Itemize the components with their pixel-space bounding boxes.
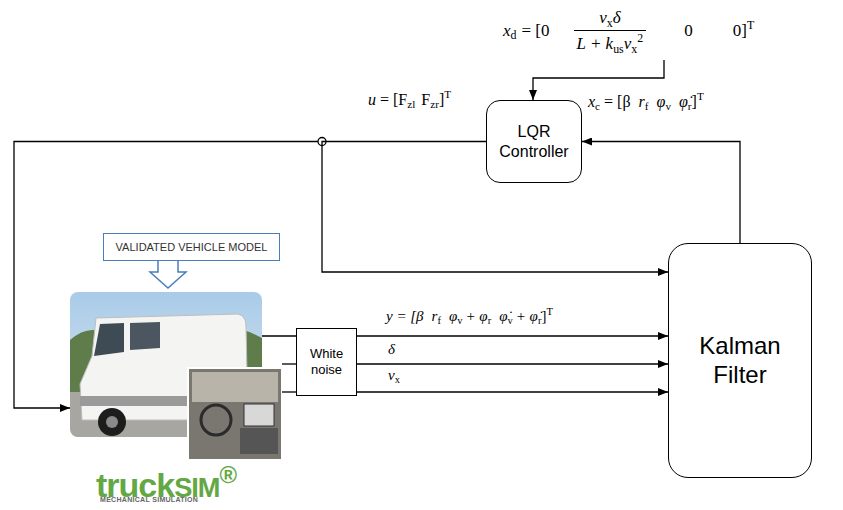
math-symbol: f bbox=[645, 100, 649, 112]
math-symbol: ] bbox=[541, 308, 546, 324]
math-symbol: φ bbox=[449, 308, 457, 324]
box-label: VALIDATED VEHICLE MODEL bbox=[116, 241, 268, 253]
math-symbol: L + k bbox=[577, 34, 614, 53]
math-symbol: 0 bbox=[684, 21, 693, 40]
math-symbol: y = [β bbox=[386, 308, 424, 324]
denominator: L + kusvx2 bbox=[574, 30, 647, 56]
math-symbol: ] bbox=[692, 93, 697, 110]
math-symbol: v bbox=[599, 8, 607, 27]
math-symbol: + φ bbox=[466, 308, 488, 324]
math-symbol: δ bbox=[388, 341, 395, 357]
math-symbol: T bbox=[747, 18, 754, 32]
reference-vector: xd= [0vxδL + kusvx200]T bbox=[503, 8, 754, 56]
math-symbol: ] bbox=[439, 91, 444, 108]
math-symbol: x bbox=[588, 93, 595, 110]
filter-box: Kalman Filter bbox=[668, 243, 812, 478]
math-symbol: = [F bbox=[380, 91, 407, 108]
box-label: Kalman Filter bbox=[679, 332, 801, 390]
logo-subtitle: MECHANICAL SIMULATION bbox=[100, 496, 198, 504]
math-symbol: δ bbox=[613, 8, 621, 27]
math-symbol: zl bbox=[407, 98, 415, 110]
math-symbol: 0] bbox=[733, 21, 747, 40]
math-symbol: x bbox=[631, 42, 637, 56]
callout-box: VALIDATED VEHICLE MODEL bbox=[103, 233, 280, 261]
math-symbol: = [β bbox=[604, 93, 631, 110]
math-symbol: ® bbox=[219, 461, 236, 488]
math-symbol: r bbox=[432, 308, 438, 324]
math-symbol: v bbox=[507, 315, 512, 326]
math-symbol: φ̇ bbox=[499, 308, 507, 324]
math-symbol: v bbox=[457, 315, 462, 326]
fraction: vxδL + kusvx2 bbox=[574, 8, 647, 56]
math-symbol: = [0 bbox=[522, 21, 550, 40]
math-symbol: r bbox=[538, 315, 542, 326]
box-label: LQR Controller bbox=[493, 122, 575, 160]
callout-pointer bbox=[150, 258, 186, 288]
box-label: White noise bbox=[300, 346, 353, 379]
math-symbol: x bbox=[395, 374, 400, 385]
input-vector: u= [Fzl Fzr]T bbox=[368, 88, 451, 112]
signal-arrow bbox=[582, 142, 740, 244]
math-symbol: φ̇ bbox=[679, 93, 688, 110]
math-symbol: T bbox=[697, 90, 704, 102]
signal-wire bbox=[282, 391, 296, 392]
math-symbol: v bbox=[624, 34, 632, 53]
math-symbol: u bbox=[368, 91, 376, 108]
cockpit-inset bbox=[188, 368, 282, 460]
math-symbol: d bbox=[511, 28, 517, 42]
math-symbol: f bbox=[437, 315, 441, 326]
math-symbol: r bbox=[488, 315, 492, 326]
steer-signal: δ bbox=[388, 340, 395, 358]
signal-arrow bbox=[357, 391, 668, 392]
math-symbol: T bbox=[444, 88, 451, 100]
signal-wire bbox=[262, 335, 296, 336]
math-symbol: φ bbox=[657, 93, 666, 110]
state-vector: xc= [βrfφvφ̇r]T bbox=[588, 90, 704, 114]
math-symbol: r bbox=[639, 93, 645, 110]
output-vector: y = [βrfφv+ φrφ̇v+ φ̇r]T bbox=[386, 306, 553, 328]
controller-box: LQR Controller bbox=[486, 100, 582, 183]
math-symbol: v bbox=[388, 367, 395, 383]
math-symbol: T bbox=[546, 306, 552, 317]
signal-arrow bbox=[357, 335, 668, 336]
math-symbol: c bbox=[595, 100, 600, 112]
math-symbol: MECHANICAL SIMULATION bbox=[100, 496, 198, 503]
math-symbol: v bbox=[665, 100, 671, 112]
math-symbol: x bbox=[607, 16, 613, 30]
math-symbol: zr bbox=[430, 98, 439, 110]
math-symbol: x bbox=[503, 21, 511, 40]
signal-wire bbox=[282, 363, 296, 364]
math-symbol: us bbox=[613, 42, 624, 56]
numerator: vxδ bbox=[574, 8, 647, 30]
signal-arrow bbox=[357, 363, 668, 364]
noise-box: White noise bbox=[296, 328, 357, 396]
math-symbol: 2 bbox=[637, 31, 643, 45]
math-symbol: r bbox=[688, 100, 692, 112]
speed-signal: vx bbox=[388, 366, 400, 387]
math-symbol: F bbox=[421, 91, 430, 108]
math-symbol: + φ̇ bbox=[516, 308, 538, 324]
